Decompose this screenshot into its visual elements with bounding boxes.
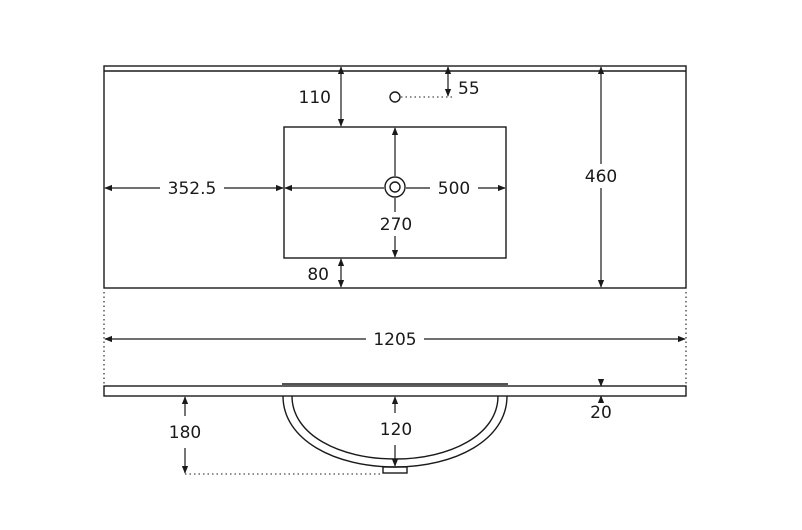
basin-cutout (283, 126, 507, 259)
drain-outlet (382, 466, 408, 474)
dim-tap-hole-offset-label: 55 (458, 79, 480, 99)
drain-inner (389, 181, 401, 193)
dim-basin-to-front-label: 80 (307, 265, 329, 285)
dim-total-width: 1205 (103, 292, 687, 384)
dim-basin-depth-label: 270 (380, 215, 412, 235)
dim-top-thickness: 20 (590, 378, 612, 423)
vanity-top-outline (103, 65, 687, 289)
dim-vanity-depth-label: 460 (585, 167, 617, 187)
dim-vanity-depth: 460 (578, 66, 624, 288)
dim-bowl-depth: 120 (380, 396, 412, 467)
countertop-slab (103, 385, 687, 397)
dim-top-to-basin-label: 110 (299, 88, 331, 108)
dim-overall-drop-label: 180 (169, 423, 201, 443)
dim-basin-width-label: 500 (438, 179, 470, 199)
dim-basin-width: 500 (284, 176, 506, 200)
dim-overall-drop: 180 (169, 396, 201, 474)
drain-outer (384, 176, 406, 198)
tap-hole (389, 91, 401, 103)
dim-basin-to-front: 80 (307, 258, 345, 288)
dim-top-thickness-label: 20 (590, 403, 612, 423)
dim-total-width-label: 1205 (373, 330, 416, 350)
dim-bowl-depth-label: 120 (380, 420, 412, 440)
dim-left-to-basin-label: 352.5 (168, 179, 217, 199)
dim-tap-hole-offset: 55 (444, 66, 480, 99)
dim-top-to-basin: 110 (299, 66, 345, 127)
dim-left-to-basin: 352.5 (104, 176, 284, 200)
dim-basin-depth: 270 (374, 127, 418, 258)
plan-view (103, 65, 687, 289)
